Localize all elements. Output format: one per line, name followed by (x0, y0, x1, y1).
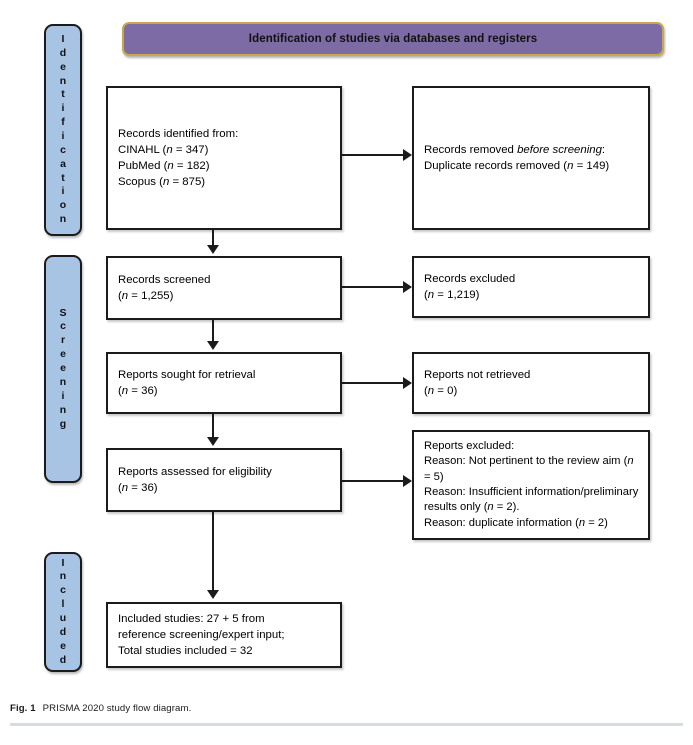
connector-identified-to-screened (212, 230, 215, 247)
arrowhead-screened-to-sought (206, 341, 219, 350)
box-records-screened: Records screened (n = 1,255) (106, 256, 342, 320)
connector-screened-to-excluded (342, 286, 405, 289)
box-reports-excluded-text: Reports excluded: Reason: Not pertinent … (424, 439, 639, 529)
figure-caption: Fig. 1 PRISMA 2020 study flow diagram. (0, 703, 693, 714)
box-reports-excluded: Reports excluded: Reason: Not pertinent … (412, 430, 650, 540)
connector-sought-to-notretrieved (342, 382, 405, 385)
box-records-removed: Records removed before screening: Duplic… (412, 86, 650, 230)
box-reports-sought-text: Reports sought for retrieval (n = 36) (118, 368, 256, 397)
box-reports-assessed: Reports assessed for eligibility (n = 36… (106, 448, 342, 512)
box-records-excluded-text: Records excluded (n = 1,219) (424, 272, 516, 301)
box-records-excluded: Records excluded (n = 1,219) (412, 256, 650, 318)
connector-identified-to-removed (342, 154, 405, 157)
box-reports-not-retrieved: Reports not retrieved (n = 0) (412, 352, 650, 414)
connector-screened-to-sought (212, 320, 215, 343)
box-reports-sought: Reports sought for retrieval (n = 36) (106, 352, 342, 414)
arrowhead-screened-to-excluded (403, 281, 412, 293)
figure-number: Fig. 1 (10, 703, 36, 714)
box-studies-included-text: Included studies: 27 + 5 from reference … (118, 612, 285, 658)
arrowhead-assessed-to-included (206, 590, 219, 599)
connector-sought-to-assessed (212, 414, 215, 439)
arrowhead-sought-to-notretrieved (403, 377, 412, 389)
box-reports-assessed-text: Reports assessed for eligibility (n = 36… (118, 465, 272, 494)
arrowhead-identified-to-screened (206, 245, 219, 254)
arrowhead-assessed-to-excluded (403, 475, 412, 487)
box-records-removed-text: Records removed before screening: Duplic… (424, 143, 610, 172)
diagram-banner: Identification of studies via databases … (122, 22, 664, 56)
prisma-flow-diagram: Identification of studies via databases … (44, 22, 664, 672)
box-studies-included: Included studies: 27 + 5 from reference … (106, 602, 342, 668)
box-reports-not-retrieved-text: Reports not retrieved (n = 0) (424, 368, 531, 397)
connector-assessed-to-included (212, 512, 215, 592)
box-records-screened-text: Records screened (n = 1,255) (118, 273, 211, 302)
caption-divider (10, 723, 683, 726)
arrowhead-identified-to-removed (403, 149, 412, 161)
figure-caption-area: Fig. 1 PRISMA 2020 study flow diagram. (0, 703, 693, 726)
figure-caption-text: PRISMA 2020 study flow diagram. (42, 703, 192, 714)
box-records-identified: Records identified from: CINAHL (n = 347… (106, 86, 342, 230)
box-records-identified-text: Records identified from: CINAHL (n = 347… (118, 127, 239, 189)
banner-title: Identification of studies via databases … (248, 33, 538, 45)
connector-assessed-to-excluded (342, 480, 405, 483)
arrowhead-sought-to-assessed (206, 437, 219, 446)
